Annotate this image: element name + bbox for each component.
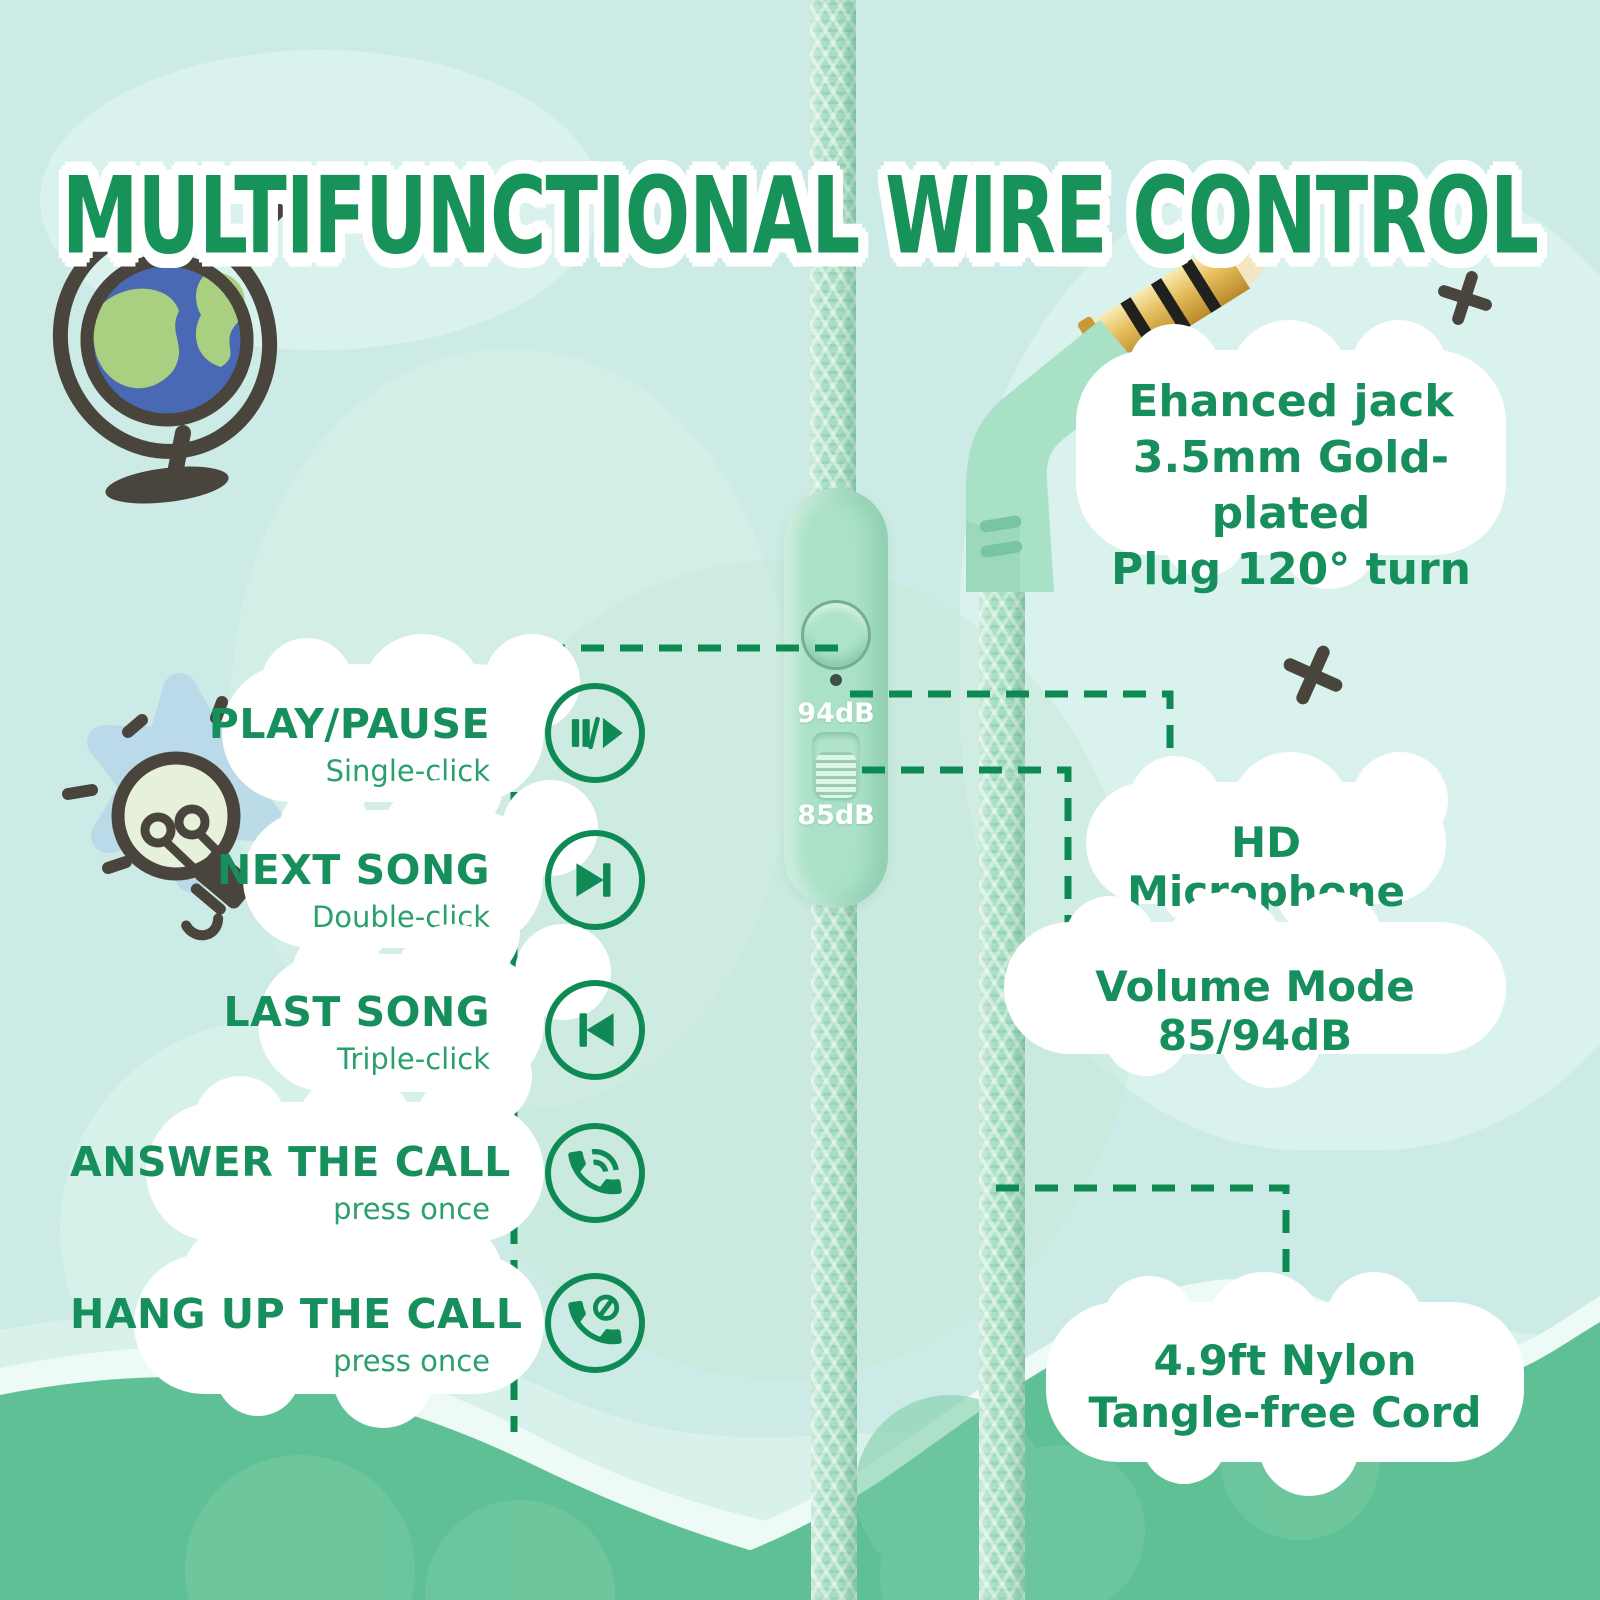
remote-multifunction-button xyxy=(801,600,871,670)
globe-doodle xyxy=(52,203,285,504)
cloud-microphone xyxy=(1086,756,1446,926)
remote-volume-high-label: 94dB xyxy=(797,698,875,729)
control-label: ANSWER THE CALL xyxy=(70,1138,511,1186)
control-sublabel: Double-click xyxy=(311,900,490,934)
remote-microphone-hole xyxy=(830,674,842,686)
answer-call-icon xyxy=(545,1123,645,1223)
control-sublabel: press once xyxy=(333,1192,490,1226)
control-next-song: NEXT SONG Double-click xyxy=(70,846,490,934)
callout-jack-line2: 3.5mm Gold-plated xyxy=(1132,432,1450,539)
next-song-icon xyxy=(545,830,645,930)
callout-cord-line1: 4.9ft Nylon xyxy=(1153,1336,1417,1385)
hang-up-call-icon xyxy=(545,1273,645,1373)
braided-cable-upper xyxy=(810,0,856,500)
cloud-jack xyxy=(1076,324,1506,577)
control-label: NEXT SONG xyxy=(216,846,490,894)
control-label: LAST SONG xyxy=(223,988,490,1036)
control-answer-call: ANSWER THE CALL press once xyxy=(70,1138,511,1226)
control-label: HANG UP THE CALL xyxy=(70,1290,523,1338)
control-label: PLAY/PAUSE xyxy=(208,700,490,748)
braided-cable-lower xyxy=(811,895,857,1600)
remote-volume-low-label: 85dB xyxy=(797,800,875,831)
callout-volume-mode: Volume Mode 85/94dB xyxy=(1095,962,1415,1060)
control-last-song: LAST SONG Triple-click xyxy=(70,988,490,1076)
callout-jack-line1: Ehanced jack xyxy=(1128,376,1454,427)
control-hang-up-call: HANG UP THE CALL press once xyxy=(70,1290,523,1378)
control-sublabel: press once xyxy=(333,1344,490,1378)
play-pause-icon xyxy=(545,683,645,783)
page-title: MULTIFUNCTIONAL WIRE CONTROL xyxy=(61,155,1539,279)
control-play-pause: PLAY/PAUSE Single-click xyxy=(70,700,490,788)
inline-remote: 94dB 85dB xyxy=(784,488,888,908)
sparkle-x-icon xyxy=(1283,645,1343,705)
cloud-hang-up-call xyxy=(134,1228,544,1416)
remote-volume-slider-thumb xyxy=(816,752,856,798)
cloud-cord xyxy=(1046,1276,1524,1484)
braided-cable-jack-side xyxy=(979,575,1025,1600)
cloud-answer-call xyxy=(146,1076,544,1264)
control-sublabel: Single-click xyxy=(325,754,490,788)
callout-jack-line3: Plug 120° turn xyxy=(1110,544,1471,595)
cloud-volume-mode xyxy=(1004,896,1506,1076)
sparkle-x-icon xyxy=(1438,271,1492,325)
control-sublabel: Triple-click xyxy=(336,1042,490,1076)
callout-microphone: HD Microphone xyxy=(1127,818,1405,916)
callout-jack: Ehanced jack 3.5mm Gold-plated Plug 120°… xyxy=(1076,374,1506,598)
cloud-last-song xyxy=(258,928,544,1114)
last-song-icon xyxy=(545,980,645,1080)
callout-cord: 4.9ft Nylon Tangle-free Cord xyxy=(1046,1335,1524,1439)
callout-cord-line2: Tangle-free Cord xyxy=(1088,1388,1482,1437)
